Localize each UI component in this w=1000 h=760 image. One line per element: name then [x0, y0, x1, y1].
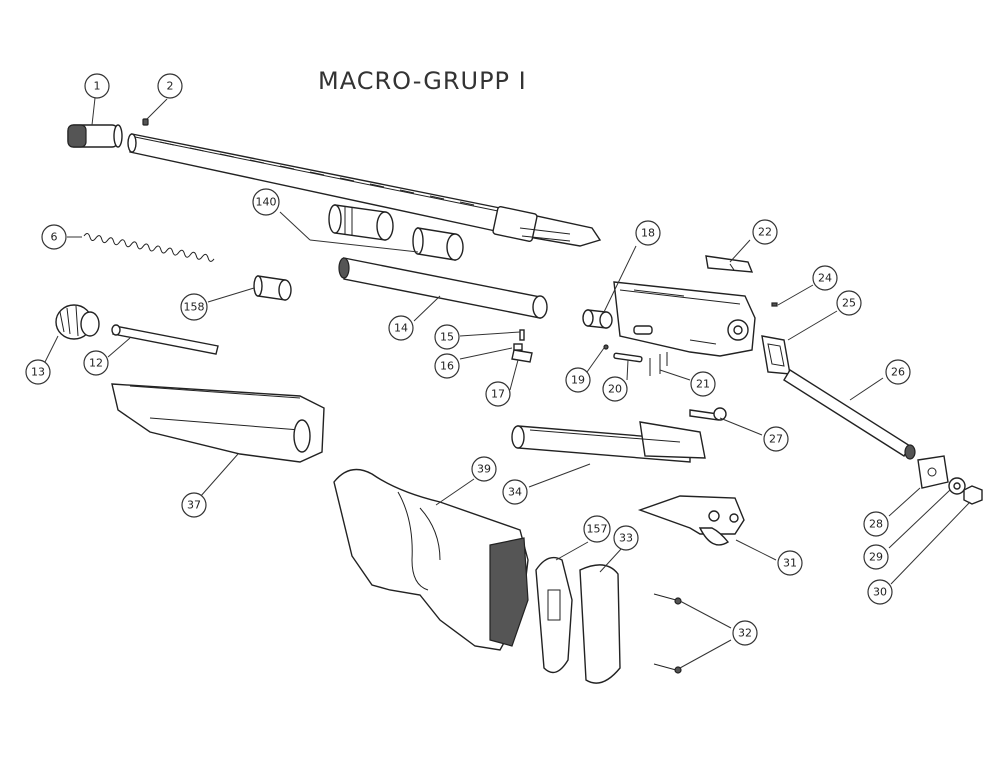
callout: 31 — [777, 550, 803, 576]
callout-number: 25 — [842, 297, 856, 310]
part-washer — [948, 477, 966, 495]
callout-number: 1 — [94, 80, 101, 93]
callout-number: 18 — [641, 227, 655, 240]
part-receiver-pins — [603, 344, 668, 376]
callout-number: 27 — [769, 433, 783, 446]
part-action-rod — [111, 324, 219, 355]
callout-number: 37 — [187, 499, 201, 512]
part-magazine-cap — [55, 304, 100, 340]
callout-number: 32 — [738, 627, 752, 640]
part-forend — [111, 383, 325, 463]
leader-lines — [43, 97, 971, 669]
callout-number: 34 — [508, 486, 522, 499]
part-stock-bolt — [783, 369, 916, 460]
callout: 33 — [613, 525, 639, 551]
callout: 34 — [502, 479, 528, 505]
callout: 16 — [434, 353, 460, 379]
callout: 25 — [836, 290, 862, 316]
part-trigger-group — [637, 495, 745, 546]
part-buttpad-insert — [535, 556, 573, 674]
callout: 15 — [434, 324, 460, 350]
part-small-pins — [511, 329, 533, 363]
callout-number: 6 — [51, 231, 58, 244]
callout: 158 — [180, 293, 208, 321]
callout-number: 24 — [818, 272, 832, 285]
callout: 13 — [25, 359, 51, 385]
diagram-title: MACRO-GRUPP I — [318, 67, 527, 95]
callout: 37 — [181, 492, 207, 518]
part-bolt-carrier — [511, 421, 706, 463]
callout: 2 — [157, 73, 183, 99]
callout-number: 14 — [394, 322, 408, 335]
callout-number: 21 — [696, 378, 710, 391]
callout-number: 158 — [184, 301, 205, 314]
callout-number: 30 — [873, 586, 887, 599]
callout: 30 — [867, 579, 893, 605]
callout-number: 20 — [608, 383, 622, 396]
callout-number: 39 — [477, 463, 491, 476]
parts-layer — [55, 118, 983, 684]
part-nut — [963, 485, 983, 505]
callout-number: 140 — [256, 196, 277, 209]
callout: 140 — [252, 188, 280, 216]
callout-number: 157 — [587, 523, 608, 536]
callout: 14 — [388, 315, 414, 341]
callout: 29 — [863, 544, 889, 570]
callout: 19 — [565, 367, 591, 393]
part-stock-plate — [761, 335, 791, 375]
callout-number: 17 — [491, 388, 505, 401]
callout: 12 — [83, 350, 109, 376]
part-magazine-tube — [338, 257, 548, 319]
callout: 26 — [885, 359, 911, 385]
callout-number: 13 — [31, 366, 45, 379]
callout-number: 2 — [167, 80, 174, 93]
part-recoil-pad — [579, 564, 621, 684]
part-bead-sight — [142, 118, 149, 126]
callout: 24 — [812, 265, 838, 291]
callout: 17 — [485, 381, 511, 407]
callout: 28 — [863, 511, 889, 537]
part-buttstock — [333, 468, 529, 651]
callout-number: 26 — [891, 366, 905, 379]
part-pad-screws — [653, 593, 682, 674]
callout: 157 — [583, 515, 611, 543]
callout: 21 — [690, 371, 716, 397]
part-gas-sleeve — [328, 204, 464, 261]
part-receiver — [613, 281, 756, 357]
callout: 32 — [732, 620, 758, 646]
part-small-pin — [771, 302, 778, 307]
callout-number: 28 — [869, 518, 883, 531]
part-choke-tube — [67, 124, 123, 148]
callout-number: 19 — [571, 374, 585, 387]
callout: 22 — [752, 219, 778, 245]
callout: 39 — [471, 456, 497, 482]
part-screw — [689, 407, 727, 421]
callout: 20 — [602, 376, 628, 402]
part-spring-cap — [253, 275, 292, 301]
callout: 18 — [635, 220, 661, 246]
part-barrel — [127, 133, 602, 247]
callout-number: 31 — [783, 557, 797, 570]
callout-number: 16 — [440, 360, 454, 373]
part-bolt-handle — [705, 255, 754, 273]
callout-number: 33 — [619, 532, 633, 545]
part-recoil-spring — [83, 233, 215, 262]
callouts-layer: 1 2 6 12 13 14 15 16 — [25, 73, 911, 646]
callout: 6 — [41, 224, 67, 250]
callout-number: 29 — [869, 551, 883, 564]
part-plug — [582, 309, 613, 329]
callout-number: 12 — [89, 357, 103, 370]
callout-number: 15 — [440, 331, 454, 344]
callout-number: 22 — [758, 226, 772, 239]
callout: 1 — [84, 73, 110, 99]
callout: 27 — [763, 426, 789, 452]
part-washer-plate — [917, 455, 949, 489]
